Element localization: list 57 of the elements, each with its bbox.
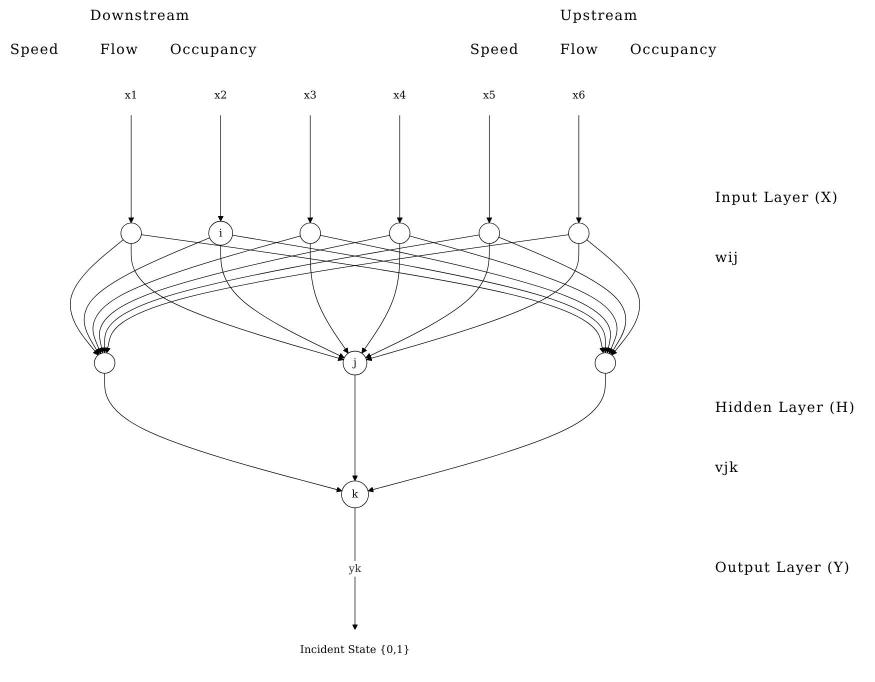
arrow	[84, 237, 210, 355]
arrow	[128, 114, 134, 224]
arrow	[220, 244, 345, 358]
node-text: x2	[214, 88, 228, 102]
column-label: Speed	[10, 42, 60, 58]
arrow	[352, 508, 358, 630]
column-label: Flow	[100, 42, 139, 58]
weight-symbol: wij	[715, 250, 739, 266]
node-circle: j	[342, 350, 368, 376]
column-label: Downstream	[90, 8, 190, 24]
arrow	[98, 235, 390, 354]
arrow	[130, 243, 344, 362]
node-text: x3	[304, 88, 317, 102]
node-circle: k	[341, 480, 369, 508]
arrow	[104, 372, 342, 492]
node-circle	[594, 352, 616, 374]
arrow	[576, 114, 582, 224]
arrow	[218, 114, 224, 222]
node-text: x1	[124, 88, 138, 102]
weight-symbol: vjk	[715, 460, 739, 476]
node-circle	[478, 222, 500, 244]
node-circle	[389, 222, 410, 244]
column-label: Speed	[470, 42, 520, 58]
arrow	[409, 236, 618, 354]
layer-label: Hidden Layer (H)	[715, 400, 856, 416]
arrow	[307, 114, 314, 224]
arrow	[92, 236, 301, 354]
arrow	[368, 372, 606, 492]
arrow	[102, 234, 480, 354]
node-text: x6	[572, 88, 586, 102]
layer-label: Input Layer (X)	[715, 190, 838, 206]
node-circle: i	[208, 220, 233, 246]
column-label: Flow	[560, 42, 599, 58]
column-label: Occupancy	[630, 42, 718, 58]
node-text: Incident State {0,1}	[300, 642, 410, 656]
node-text: x5	[482, 88, 496, 102]
node-circle	[568, 222, 590, 244]
arrow	[362, 243, 400, 354]
edge-label: yk	[348, 562, 362, 575]
node-text: x4	[393, 88, 406, 102]
column-label: Upstream	[560, 8, 638, 24]
node-circle	[94, 352, 116, 374]
arrow	[352, 374, 358, 482]
arrow	[70, 239, 124, 356]
arrow	[586, 239, 640, 356]
layer-label: Output Layer (Y)	[715, 560, 850, 576]
arrow	[232, 234, 608, 354]
arrow	[366, 243, 580, 362]
arrow	[498, 236, 626, 355]
arrow	[396, 114, 403, 224]
arrow	[320, 235, 612, 354]
node-circle	[300, 222, 321, 244]
arrow	[365, 243, 490, 358]
node-circle	[120, 222, 142, 244]
arrow	[486, 114, 492, 224]
arrow	[310, 243, 348, 354]
column-label: Occupancy	[170, 42, 258, 58]
